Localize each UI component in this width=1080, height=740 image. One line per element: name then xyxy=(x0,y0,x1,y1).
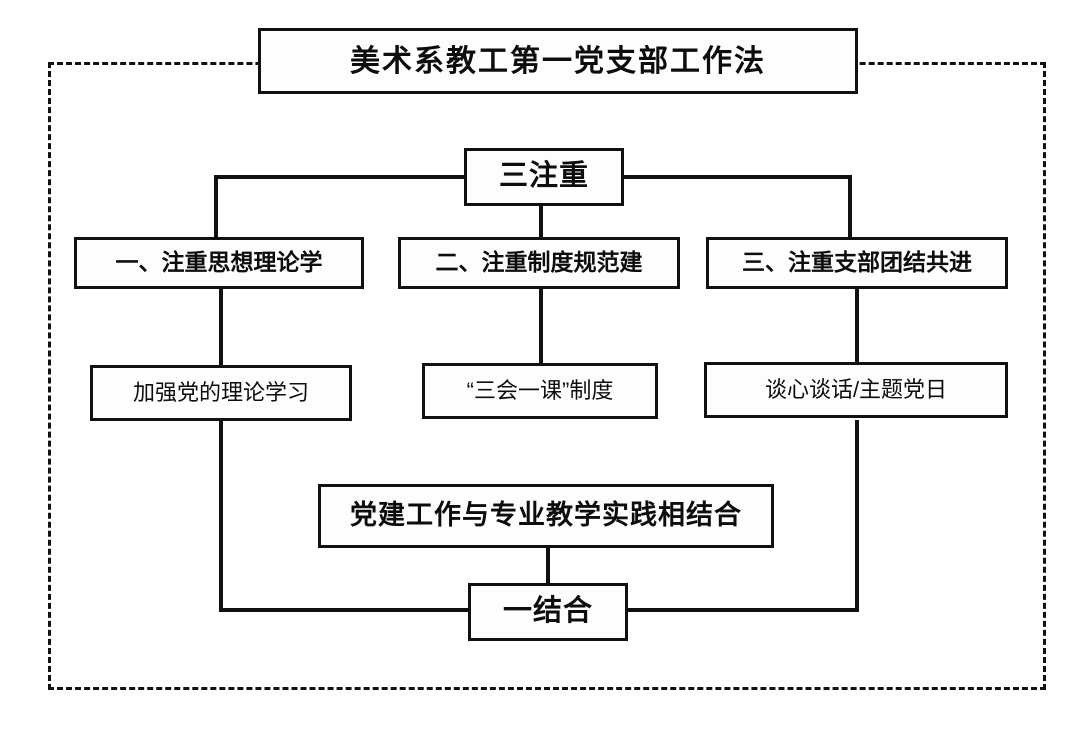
connector-leaf1-down xyxy=(219,420,223,612)
leaf-node-3: 谈心谈话/主题党日 xyxy=(704,362,1008,418)
connector-combined-to-hub-bottom xyxy=(546,548,550,584)
connector-pillar3-to-leaf3 xyxy=(855,289,859,365)
connector-bottom-right-arm xyxy=(628,608,859,612)
connector-hub-to-left-arm xyxy=(214,175,474,179)
pillar-node-2: 二、注重制度规范建 xyxy=(398,237,680,289)
connector-pillar2-to-leaf2 xyxy=(539,289,543,365)
diagram-title-box: 美术系教工第一党支部工作法 xyxy=(258,28,858,94)
connector-bottom-left-arm xyxy=(219,608,472,612)
leaf-node-2: “三会一课”制度 xyxy=(422,363,658,419)
connector-leaf3-down xyxy=(855,420,859,612)
hub-node-three-focuses: 三注重 xyxy=(464,148,624,206)
pillar-node-3: 三、注重支部团结共进 xyxy=(706,237,1008,289)
hub-node-one-integration: 一结合 xyxy=(468,583,628,641)
connector-right-arm-drop xyxy=(848,175,852,239)
connector-hub-to-right-arm xyxy=(624,175,852,179)
connector-hub-to-center-pillar xyxy=(539,205,543,241)
connector-pillar1-to-leaf1 xyxy=(219,289,223,365)
combined-practice-node: 党建工作与专业教学实践相结合 xyxy=(318,484,774,548)
leaf-node-1: 加强党的理论学习 xyxy=(90,365,352,421)
connector-left-arm-drop xyxy=(214,175,218,239)
pillar-node-1: 一、注重思想理论学 xyxy=(74,237,364,289)
